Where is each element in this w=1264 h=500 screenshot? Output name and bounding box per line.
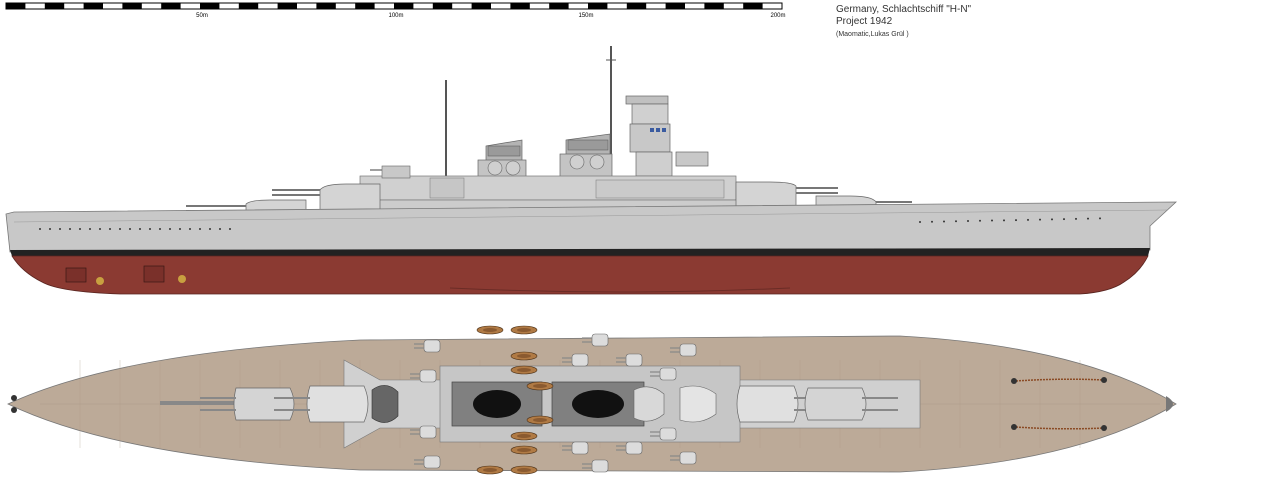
secondary-turret xyxy=(670,343,697,357)
scale-tick-50: 50m xyxy=(196,13,208,19)
scale-tick-100: 100m xyxy=(388,13,403,19)
secondary-turret xyxy=(562,441,589,455)
capstan-icon xyxy=(1011,378,1017,384)
secondary-turret xyxy=(414,455,441,469)
secondary-turret xyxy=(650,427,677,441)
boot-topping xyxy=(10,248,1150,256)
boat xyxy=(510,431,538,441)
secondary-turret xyxy=(670,451,697,465)
scale-tick-200: 200m xyxy=(770,13,785,19)
hull-side-grey xyxy=(5,201,1178,253)
secondary-turret xyxy=(410,425,437,439)
secondary-turret xyxy=(582,333,609,347)
boat xyxy=(510,465,538,475)
scale-bar: 50m 100m 150m 200m xyxy=(5,2,786,19)
turret-c-top xyxy=(274,385,369,423)
secondary-turret xyxy=(616,353,643,367)
boat xyxy=(510,365,538,375)
secondary-turret xyxy=(650,367,677,381)
project-year: Project 1942 xyxy=(836,16,893,27)
propeller-icon xyxy=(178,275,186,283)
propeller-icon xyxy=(96,277,104,285)
secondary-turret xyxy=(582,459,609,473)
boat xyxy=(510,325,538,335)
secondary-turret-aft xyxy=(381,165,411,179)
scale-tick-150: 150m xyxy=(578,13,593,19)
title-block: Germany, Schlachtschiff "H-N" Project 19… xyxy=(836,4,971,42)
secondary-turret xyxy=(562,353,589,367)
secondary-turret xyxy=(410,369,437,383)
top-view xyxy=(7,325,1177,475)
bridge-tower xyxy=(625,95,709,177)
ship-title: Germany, Schlachtschiff "H-N" xyxy=(836,4,972,15)
hull-underwater xyxy=(11,255,1149,295)
side-profile xyxy=(5,46,1178,295)
boat xyxy=(476,325,504,335)
boat xyxy=(510,445,538,455)
capstan-icon xyxy=(1011,424,1017,430)
secondary-turret xyxy=(414,339,441,353)
boat xyxy=(510,351,538,361)
turret-a-top xyxy=(804,387,898,421)
boat xyxy=(476,465,504,475)
credit-line: (Maomatic,Lukas Grül ) xyxy=(836,31,909,38)
secondary-turret xyxy=(616,441,643,455)
turret-d-top xyxy=(160,387,295,421)
boat xyxy=(526,381,554,391)
boat xyxy=(526,415,554,425)
